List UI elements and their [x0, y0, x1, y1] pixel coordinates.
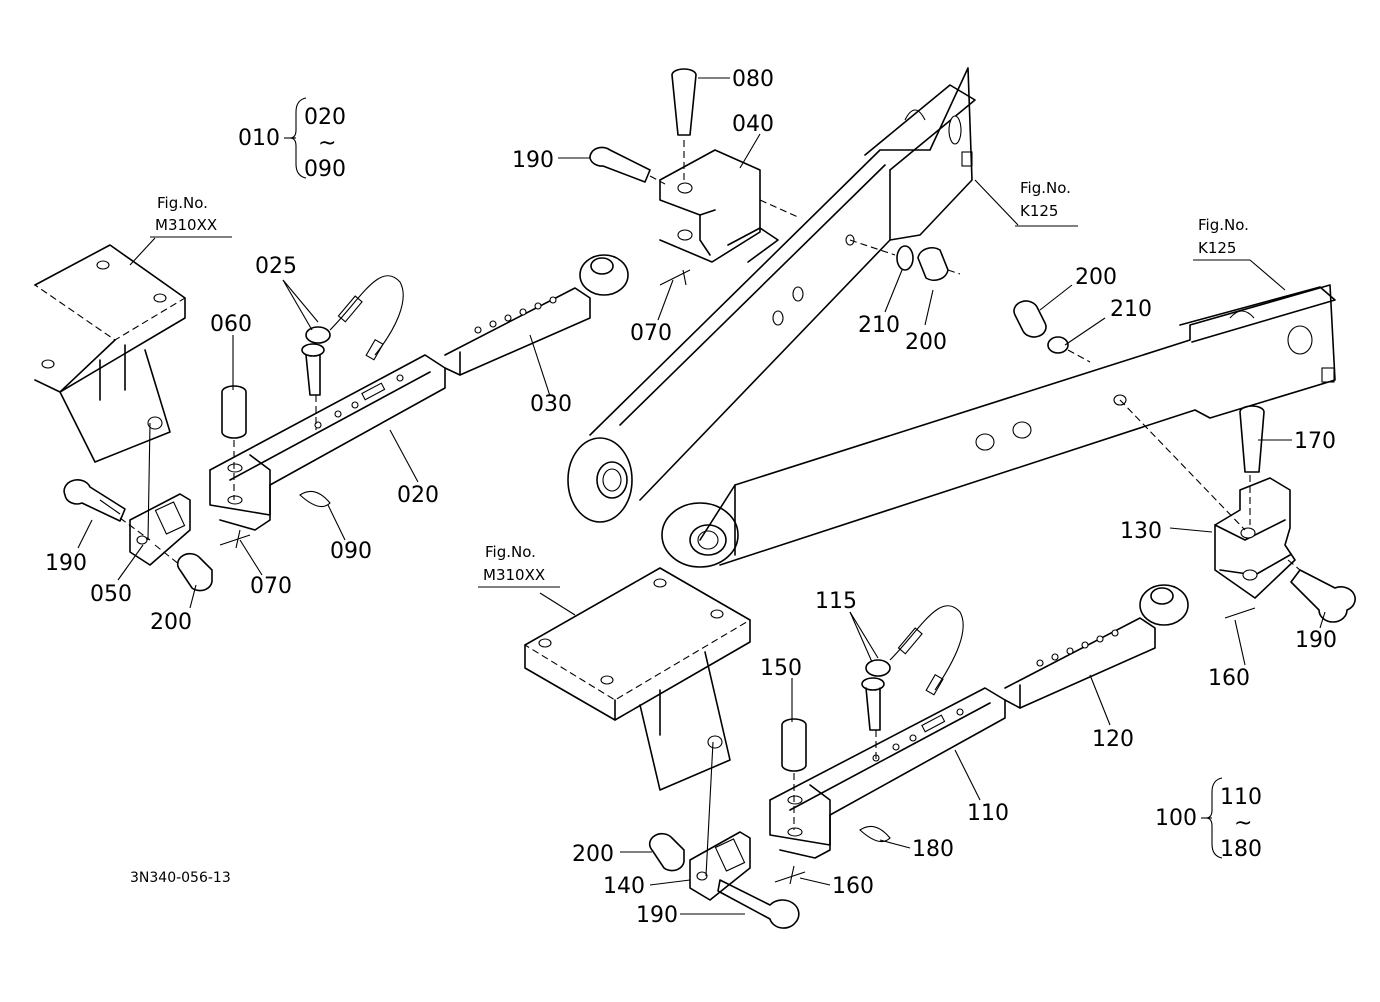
part-label: 080 — [732, 67, 774, 92]
lower-link-arm-lower — [661, 284, 1336, 568]
part-label: 120 — [1092, 727, 1134, 752]
part-label: 025 — [255, 254, 297, 279]
part-label: 115 — [815, 589, 857, 614]
top-bracket — [589, 68, 801, 263]
part-label: 160 — [832, 874, 874, 899]
group-parent-label: 100 — [1155, 806, 1197, 831]
lower-link-arm-upper — [567, 67, 976, 523]
lower-washer-nut — [1013, 300, 1091, 363]
diagram-code: 3N340-056-13 — [130, 870, 231, 886]
part-label: 070 — [630, 321, 672, 346]
group-range-from: 020 — [304, 105, 346, 130]
part-label: 180 — [912, 837, 954, 862]
stabilizer-assembly-lower — [648, 584, 1189, 929]
part-label: 190 — [1295, 628, 1337, 653]
part-label: 050 — [90, 582, 132, 607]
leader-lines — [77, 77, 1326, 915]
group-100: 100 110 ~ 180 — [1155, 777, 1262, 862]
part-label: 190 — [45, 551, 87, 576]
upper-washer-nut — [849, 239, 961, 282]
group-range-from: 110 — [1220, 785, 1262, 810]
part-label: 170 — [1294, 429, 1336, 454]
group-range-to: 090 — [304, 157, 346, 182]
part-labels: 080 040 190 025 060 030 070 210 200 200 … — [45, 67, 1337, 928]
fig-number: M310XX — [155, 216, 217, 234]
lower-mounting-bracket — [523, 567, 752, 791]
fig-prefix: Fig.No. — [1020, 179, 1071, 197]
part-label: 020 — [397, 483, 439, 508]
part-label: 060 — [210, 312, 252, 337]
upper-mounting-bracket — [33, 244, 187, 463]
fig-prefix: Fig.No. — [1198, 216, 1249, 234]
fig-number: M310XX — [483, 566, 545, 584]
part-label: 190 — [512, 148, 554, 173]
part-label: 150 — [760, 656, 802, 681]
stabilizer-assembly-upper — [63, 254, 691, 592]
figure-reference: Fig.No. M310XX — [478, 543, 560, 588]
group-range-sep: ~ — [1234, 811, 1252, 836]
fig-prefix: Fig.No. — [485, 543, 536, 561]
fig-prefix: Fig.No. — [157, 194, 208, 212]
figure-reference: Fig.No. K125 — [1193, 216, 1250, 261]
group-range-sep: ~ — [318, 131, 336, 156]
group-range-to: 180 — [1220, 837, 1262, 862]
part-label: 130 — [1120, 519, 1162, 544]
fig-number: K125 — [1198, 239, 1236, 257]
part-label: 200 — [905, 330, 947, 355]
right-bracket — [1119, 399, 1356, 623]
figure-reference: Fig.No. M310XX — [150, 194, 232, 238]
group-010: 010 020 ~ 090 — [238, 97, 346, 182]
part-label: 160 — [1208, 666, 1250, 691]
part-label: 090 — [330, 539, 372, 564]
part-label: 190 — [636, 903, 678, 928]
part-label: 110 — [967, 801, 1009, 826]
part-label: 210 — [1110, 297, 1152, 322]
group-parent-label: 010 — [238, 126, 280, 151]
figure-reference: Fig.No. K125 — [1020, 179, 1071, 220]
part-label: 210 — [858, 313, 900, 338]
part-label: 040 — [732, 112, 774, 137]
part-label: 200 — [150, 610, 192, 635]
part-label: 030 — [530, 392, 572, 417]
part-label: 200 — [572, 842, 614, 867]
part-label: 140 — [603, 874, 645, 899]
part-label: 070 — [250, 574, 292, 599]
part-label: 200 — [1075, 265, 1117, 290]
fig-number: K125 — [1020, 202, 1058, 220]
